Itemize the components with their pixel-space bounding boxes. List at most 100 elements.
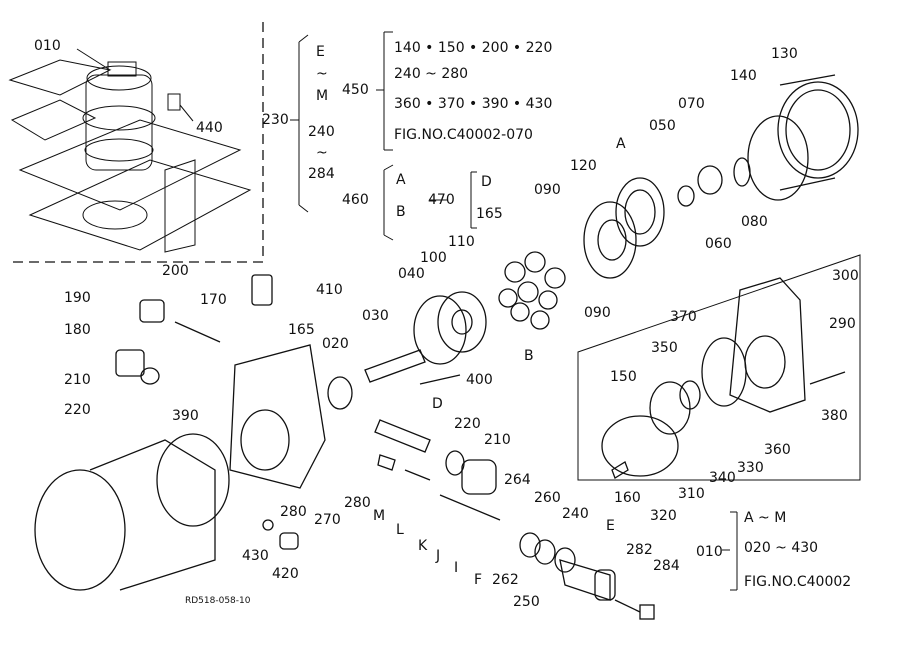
callout-165: 165	[288, 322, 315, 338]
spool-d	[374, 419, 431, 453]
housing-130	[777, 81, 859, 179]
callout-210-left: 210	[64, 372, 91, 388]
leader-lines	[76, 31, 477, 241]
shaft-030	[364, 349, 426, 383]
callout-310: 310	[678, 486, 705, 502]
valve-block-165	[229, 344, 326, 489]
callout-280-right: 280	[344, 495, 371, 511]
callout-170: 170	[200, 292, 227, 308]
callout-390: 390	[172, 408, 199, 424]
callout-d: D	[432, 396, 443, 412]
callout-440: 440	[196, 120, 223, 136]
callout-030: 030	[362, 308, 389, 324]
callout-320: 320	[650, 508, 677, 524]
list-line-2: 240 ~ 280	[394, 66, 469, 82]
callout-340: 340	[709, 470, 736, 486]
callout-460: 460	[342, 192, 369, 208]
callout-f: F	[474, 572, 483, 588]
callout-200: 200	[162, 263, 189, 279]
callout-360: 360	[764, 442, 791, 458]
callout-180: 180	[64, 322, 91, 338]
motor-housing	[34, 433, 230, 591]
callout-090-top: 090	[534, 182, 561, 198]
callout-264: 264	[504, 472, 531, 488]
callout-450: 450	[342, 82, 369, 98]
callout-300: 300	[832, 268, 859, 284]
callout-e: E	[606, 518, 615, 534]
callout-350: 350	[651, 340, 678, 356]
o-ring-390	[156, 433, 230, 527]
callout-i: I	[454, 560, 459, 576]
callout-230: 230	[262, 112, 289, 128]
callout-010: 010	[34, 38, 61, 54]
callout-060: 060	[705, 236, 732, 252]
callout-160: 160	[614, 490, 641, 506]
callout-150: 150	[610, 369, 637, 385]
swash-plate-040	[413, 295, 467, 365]
callout-410: 410	[316, 282, 343, 298]
callout-130: 130	[771, 46, 798, 62]
callout-420: 420	[272, 566, 299, 582]
cover-290	[729, 277, 806, 413]
cylinder-barrel-a	[615, 177, 665, 247]
callout-210-right: 210	[484, 432, 511, 448]
group-label-a: A	[396, 172, 406, 188]
callout-l: L	[396, 522, 404, 538]
callout-050: 050	[649, 118, 676, 134]
note-line-3: FIG.NO.C40002	[744, 574, 852, 590]
callout-090-bottom: 090	[584, 305, 611, 321]
callout-284: 284	[653, 558, 680, 574]
callout-470: 470	[428, 192, 455, 208]
callout-280-left: 280	[280, 504, 307, 520]
callout-020: 020	[322, 336, 349, 352]
o-ring-150	[601, 415, 679, 477]
callout-220-left: 220	[64, 402, 91, 418]
callout-070: 070	[678, 96, 705, 112]
callout-370: 370	[670, 309, 697, 325]
callout-080: 080	[741, 214, 768, 230]
callout-270: 270	[314, 512, 341, 528]
callout-j: J	[436, 548, 441, 564]
callout-282: 282	[626, 542, 653, 558]
o-ring-360	[701, 337, 747, 407]
note-line-1: A ~ M	[744, 510, 787, 526]
callout-400: 400	[466, 372, 493, 388]
callout-110: 110	[448, 234, 475, 250]
bearing-310	[679, 380, 701, 410]
list-line-3: 360 • 370 • 390 • 430	[394, 96, 553, 112]
group-label-240: 240	[308, 124, 335, 140]
callout-430: 430	[242, 548, 269, 564]
assembly-frame	[577, 254, 861, 481]
callout-m: M	[373, 508, 386, 524]
callout-100: 100	[420, 250, 447, 266]
group-label-284: 284	[308, 166, 335, 182]
callout-a: A	[616, 136, 626, 152]
callout-120: 120	[570, 158, 597, 174]
callout-b: B	[524, 348, 534, 364]
figure-code: RD518-058-10	[185, 596, 251, 606]
list-line-4: FIG.NO.C40002-070	[394, 127, 533, 143]
callout-260: 260	[534, 490, 561, 506]
callout-330: 330	[737, 460, 764, 476]
plate-320	[649, 381, 691, 435]
inset-machine-illustration	[8, 59, 252, 253]
inset-frame	[8, 22, 264, 263]
piston-cluster-b	[498, 251, 566, 330]
valve-plate-120	[583, 201, 637, 279]
callout-290: 290	[829, 316, 856, 332]
group-label-e: E	[316, 44, 325, 60]
callout-380: 380	[821, 408, 848, 424]
callout-250: 250	[513, 594, 540, 610]
note-line-2: 020 ~ 430	[744, 540, 819, 556]
spool-e	[559, 559, 611, 601]
o-ring-140	[747, 115, 809, 201]
callout-140: 140	[730, 68, 757, 84]
group-label-m: M	[316, 88, 329, 104]
group-tilde-2: ~	[316, 145, 328, 161]
callout-k: K	[418, 538, 428, 554]
callout-220-right: 220	[454, 416, 481, 432]
group-tilde-1: ~	[316, 66, 328, 82]
group-label-d: D	[481, 174, 492, 190]
